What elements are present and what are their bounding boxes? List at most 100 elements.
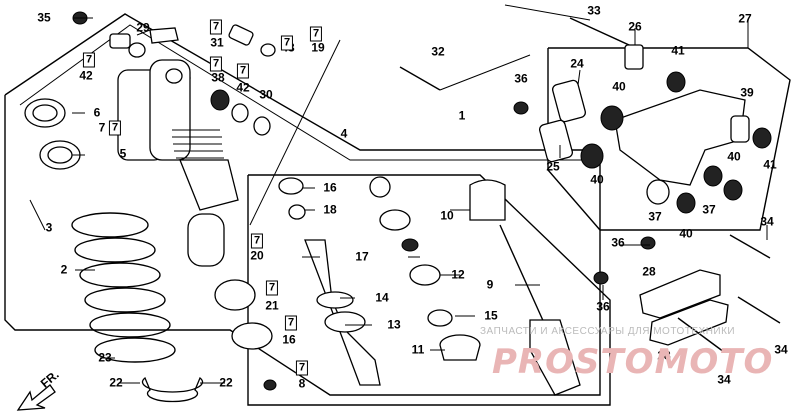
cap-29 — [109, 33, 131, 49]
callout-16a: 16 — [323, 180, 337, 195]
callout-40a: 40 — [612, 79, 626, 94]
ref-box-7: 7 — [209, 19, 223, 35]
bearing-40a — [600, 105, 624, 131]
callout-40b: 40 — [590, 172, 604, 187]
shock-arm — [614, 89, 746, 186]
callout-8: 8 — [298, 376, 306, 391]
nut-36b — [640, 236, 656, 250]
seal-40d — [676, 192, 696, 214]
spring-seat-22 — [141, 376, 204, 403]
callout-42b: 42 — [236, 80, 250, 95]
callout-4: 4 — [340, 126, 348, 141]
valve-17 — [401, 238, 419, 252]
callout-3: 3 — [45, 220, 53, 235]
piston-14 — [316, 291, 354, 309]
ref-box-7: 7 — [295, 360, 309, 376]
callout-42a: 42 — [79, 68, 93, 83]
callout-25: 25 — [546, 159, 560, 174]
ref-box-7: 7 — [284, 315, 298, 331]
callout-14: 14 — [375, 290, 389, 305]
bolt-34c — [677, 317, 725, 353]
callout-29: 29 — [136, 20, 150, 35]
callout-12: 12 — [451, 267, 465, 282]
bearing-38 — [210, 89, 230, 111]
washer-12 — [409, 264, 441, 286]
valve-assembly — [228, 24, 276, 57]
ring-16-top — [278, 177, 304, 195]
callout-24: 24 — [570, 56, 584, 71]
callout-28b: 28 — [657, 348, 671, 363]
bearing-37 — [646, 179, 670, 205]
callout-34a: 34 — [760, 214, 774, 229]
callout-31: 31 — [210, 35, 224, 50]
ref-box-7: 7 — [82, 52, 96, 68]
ref-box-7: 7 — [280, 35, 294, 51]
rod-end — [529, 319, 581, 396]
callout-38: 38 — [211, 70, 225, 85]
top-nut — [369, 176, 391, 198]
ref-box-7: 7 — [236, 63, 250, 79]
callout-6: 6 — [93, 105, 101, 120]
watermark-text: ЗАПЧАСТИ И АКСЕССУАРЫ ДЛЯ МОТОТЕХНИКИ — [480, 326, 736, 337]
stopper-plate-21 — [214, 279, 256, 311]
callout-23: 23 — [98, 350, 112, 365]
collar-30 — [253, 116, 271, 136]
callout-2: 2 — [60, 262, 68, 277]
callout-20: 20 — [250, 248, 264, 263]
callout-39: 39 — [740, 85, 754, 100]
collar-24 — [551, 79, 587, 123]
seal-15 — [427, 309, 453, 327]
group-outline-3 — [4, 13, 601, 396]
callout-40d: 40 — [679, 226, 693, 241]
callout-5: 5 — [119, 146, 127, 161]
callout-10: 10 — [440, 208, 454, 223]
leader-line — [249, 39, 341, 226]
callout-17: 17 — [355, 249, 369, 264]
stopper-rubber-20 — [187, 213, 225, 267]
nut-18 — [288, 204, 306, 220]
washer-42 — [128, 42, 146, 58]
callout-11: 11 — [411, 342, 425, 357]
bolt-34a — [729, 234, 771, 259]
seal-41-top — [666, 71, 686, 93]
callout-34c: 34 — [717, 372, 731, 387]
callout-30: 30 — [259, 87, 273, 102]
link-28a — [639, 269, 721, 319]
bearing-40b — [580, 143, 604, 169]
piston-rod — [304, 239, 381, 386]
callout-22b: 22 — [219, 375, 233, 390]
ref-box-7: 7 — [209, 56, 223, 72]
callout-19: 19 — [311, 40, 325, 55]
callout-27: 27 — [738, 11, 752, 26]
callout-16b: 16 — [282, 332, 296, 347]
callout-40c: 40 — [727, 149, 741, 164]
bump-rubber-10 — [469, 179, 506, 221]
callout-18: 18 — [323, 202, 337, 217]
bolt-32 — [399, 66, 441, 91]
spring-2 — [71, 212, 176, 363]
callout-33: 33 — [587, 3, 601, 18]
ring-16 — [231, 322, 273, 350]
front-arrow-icon — [16, 384, 56, 411]
callout-28a: 28 — [642, 264, 656, 279]
ref-box-7: 7 — [108, 120, 122, 136]
ref-box-7: 7 — [309, 26, 323, 42]
callout-15: 15 — [484, 308, 498, 323]
callout-37b: 37 — [702, 202, 716, 217]
nut-36c — [593, 271, 609, 285]
group-outline-4 — [247, 174, 611, 406]
link-28b — [649, 299, 729, 346]
nut-36-top — [513, 101, 529, 115]
watermark-logo: PROSTOMOTO — [492, 342, 774, 382]
callout-36b: 36 — [611, 235, 625, 250]
callout-34b: 34 — [774, 342, 788, 357]
ref-box-7: 7 — [265, 280, 279, 296]
shock-body — [117, 59, 239, 211]
callout-37a: 37 — [648, 209, 662, 224]
callout-13: 13 — [387, 317, 401, 332]
ref-box-7: 7 — [250, 233, 264, 249]
callout-41b: 41 — [763, 157, 777, 172]
callout-41a: 41 — [671, 43, 685, 58]
callout-32: 32 — [431, 44, 445, 59]
